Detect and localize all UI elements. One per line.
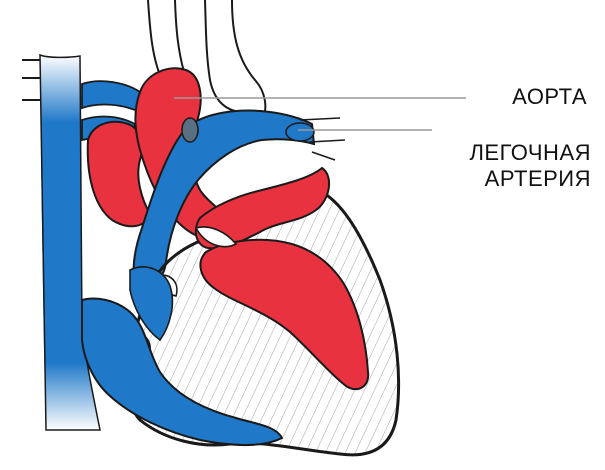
pulmonary-artery-label-line2: АРТЕРИЯ: [469, 166, 591, 192]
vena-cava: [40, 55, 100, 430]
pa-branch-end: [286, 123, 314, 141]
pulmonary-artery-label-line1: ЛЕГОЧНАЯ: [469, 140, 591, 166]
aorta-label: АОРТА: [512, 84, 587, 110]
pulmonary-artery-label: ЛЕГОЧНАЯ АРТЕРИЯ: [469, 140, 591, 192]
aorta-label-text: АОРТА: [512, 84, 587, 109]
pulmonary-valve: [182, 118, 198, 142]
